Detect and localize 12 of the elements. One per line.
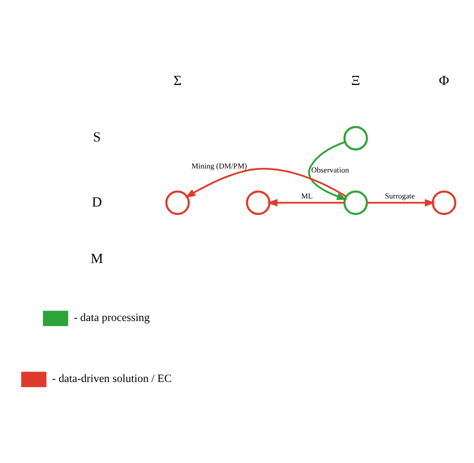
- edge-label: Mining (DM/PM): [192, 161, 248, 170]
- label: M: [90, 252, 104, 268]
- label: D: [92, 195, 102, 210]
- edge-label: ML: [301, 191, 313, 200]
- label: Φ: [438, 74, 450, 89]
- legend-label: - data-driven solution / EC: [52, 373, 172, 386]
- legend-label: - data processing: [74, 312, 150, 324]
- label: Σ: [173, 74, 182, 89]
- label: S: [93, 130, 101, 146]
- edge-label: Observation: [311, 165, 349, 174]
- label: Ξ: [351, 74, 360, 89]
- edge-label: Surrogate: [384, 191, 415, 200]
